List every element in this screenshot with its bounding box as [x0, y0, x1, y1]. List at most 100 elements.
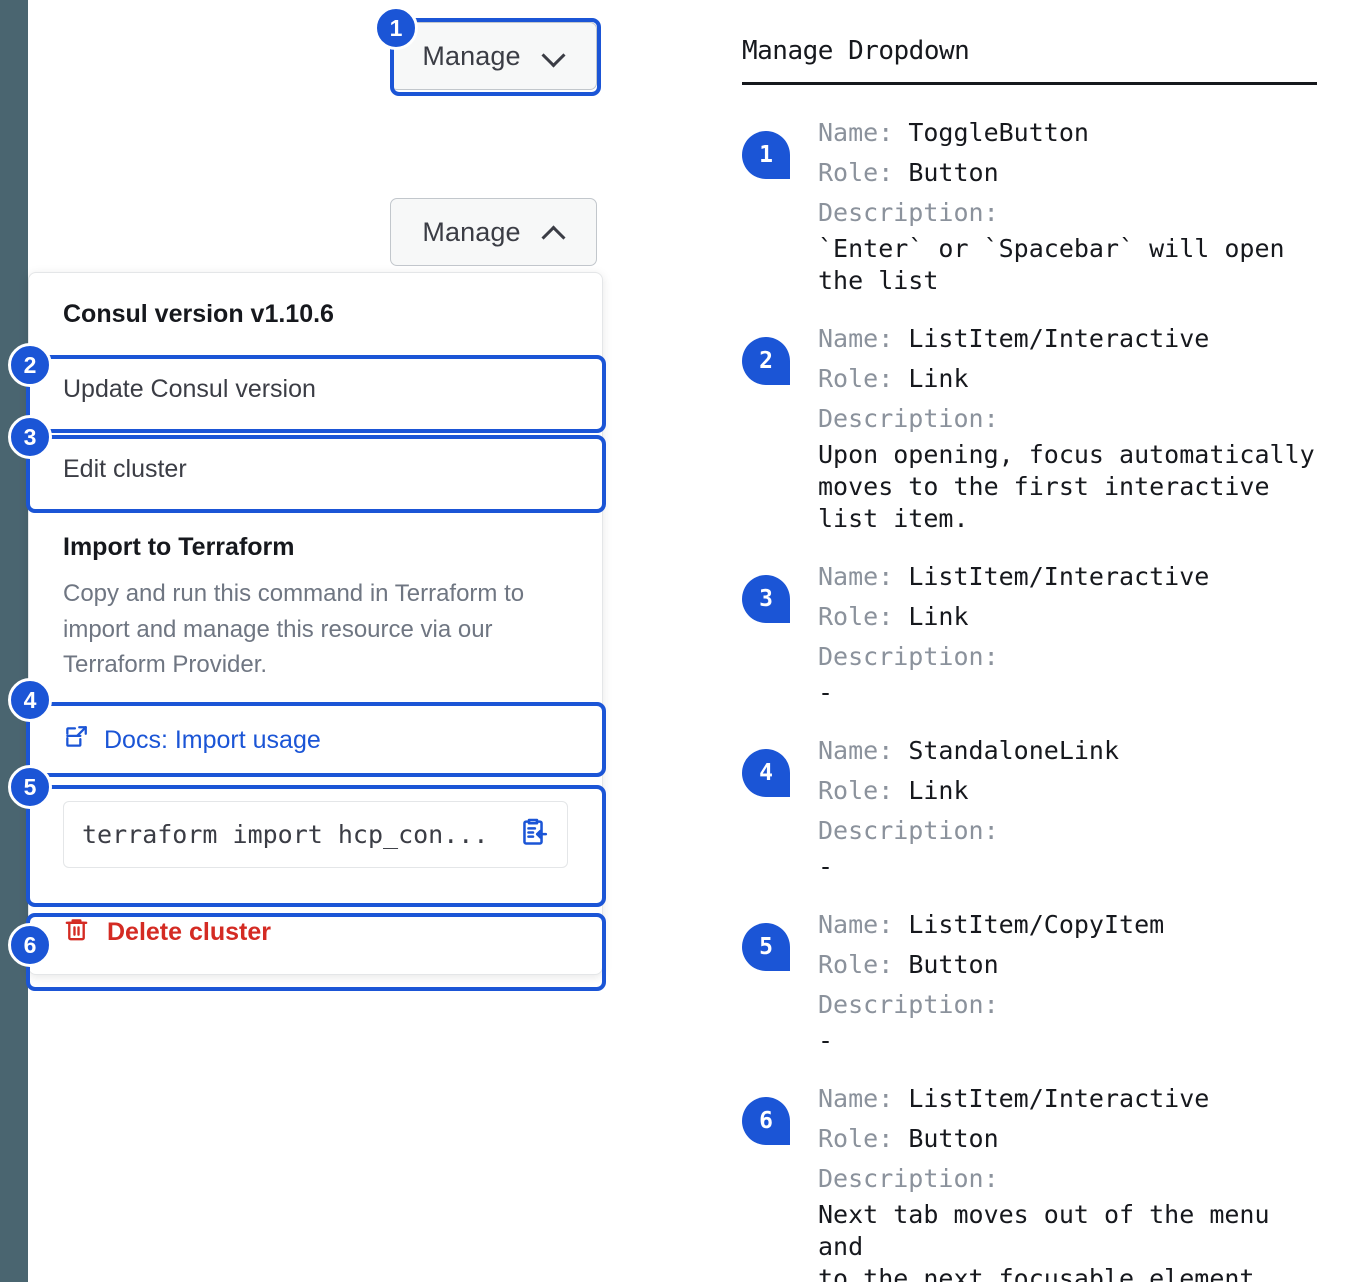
annotation-description-label: Description: [818, 404, 999, 433]
manage-dropdown-menu: Consul version v1.10.6 Update Consul ver… [28, 272, 603, 975]
annotation-description-label: Description: [818, 198, 999, 227]
annotation-role-label: Role: [818, 364, 909, 393]
annotation-name-label: Name: [818, 910, 909, 939]
panel-divider [742, 82, 1317, 85]
copy-command-box[interactable]: terraform import hcp_con... [63, 800, 568, 868]
annotation-name-line: Name: StandaloneLink [818, 731, 1119, 771]
manage-toggle-label: Manage [422, 216, 521, 247]
docs-link-label: Docs: Import usage [104, 726, 321, 755]
docs-external-link-icon [63, 724, 89, 757]
annotation-role-value: Link [908, 602, 969, 631]
menu-item-label: Update Consul version [63, 374, 316, 403]
terraform-command-text: terraform import hcp_con... [82, 819, 489, 849]
menu-item-label: Edit cluster [63, 454, 187, 483]
menu-item-docs-import-usage[interactable]: Docs: Import usage [29, 703, 602, 779]
annotation-role-line: Role: Link [818, 597, 1209, 637]
left-nav-rail [0, 0, 28, 1282]
manage-dropdown-capture: Manage Manage Consul version v1.10.6 Upd… [0, 0, 700, 1282]
terraform-command-row: terraform import hcp_con... [29, 779, 602, 892]
import-to-terraform-description: Copy and run this command in Terraform t… [63, 580, 525, 679]
annotation-role-label: Role: [818, 1124, 909, 1153]
annotation-name-label: Name: [818, 118, 909, 147]
manage-toggle-button-collapsed[interactable]: Manage [390, 22, 597, 90]
annotation-badge: 1 [742, 131, 790, 179]
menu-item-delete-cluster[interactable]: Delete cluster [29, 892, 602, 974]
annotation-name-label: Name: [818, 736, 909, 765]
consul-version-header: Consul version v1.10.6 [63, 300, 334, 328]
annotation-role-value: Button [908, 158, 999, 187]
annotation-name-value: StandaloneLink [908, 736, 1120, 765]
annotation-role-value: Link [908, 776, 969, 805]
callout-badge-6: 6 [8, 923, 52, 967]
clipboard-copy-icon[interactable] [517, 816, 549, 853]
annotation-role-line: Role: Link [818, 771, 1119, 811]
annotation-name-line: Name: ToggleButton [818, 113, 1285, 153]
annotation-badge: 6 [742, 1097, 790, 1145]
annotation-name-value: ToggleButton [908, 118, 1089, 147]
manage-toggle-label: Manage [422, 40, 521, 71]
annotation-name-line: Name: ListItem/Interactive [818, 1079, 1322, 1119]
annotation-description-value: - [818, 678, 834, 707]
annotation-badge: 4 [742, 749, 790, 797]
panel-title: Manage Dropdown [742, 36, 970, 66]
annotation-name-label: Name: [818, 324, 909, 353]
menu-item-update-consul-version[interactable]: Update Consul version [29, 349, 602, 429]
trash-icon [63, 916, 90, 950]
callout-badge-3: 3 [8, 415, 52, 459]
menu-item-edit-cluster[interactable]: Edit cluster [29, 429, 602, 509]
annotation-badge: 5 [742, 923, 790, 971]
annotation-description-label: Description: [818, 1164, 999, 1193]
annotation-role-label: Role: [818, 950, 909, 979]
annotation-description-value: - [818, 852, 834, 881]
annotation-description-label: Description: [818, 816, 999, 845]
annotation-name-line: Name: ListItem/Interactive [818, 319, 1315, 359]
annotation-role-line: Role: Link [818, 359, 1315, 399]
chevron-up-icon [543, 221, 565, 243]
annotation-name-value: ListItem/Interactive [908, 324, 1210, 353]
annotation-name-line: Name: ListItem/Interactive [818, 557, 1209, 597]
annotation-description-label: Description: [818, 990, 999, 1019]
annotation-role-label: Role: [818, 602, 909, 631]
annotation-badge: 2 [742, 337, 790, 385]
annotation-description-value: - [818, 1026, 834, 1055]
callout-badge-5: 5 [8, 765, 52, 809]
annotation-role-value: Link [908, 364, 969, 393]
annotation-name-value: ListItem/Interactive [908, 1084, 1210, 1113]
delete-cluster-label: Delete cluster [107, 918, 271, 947]
annotation-role-value: Button [908, 950, 999, 979]
annotation-description-value: Next tab moves out of the menu and to th… [818, 1200, 1270, 1282]
annotation-role-line: Role: Button [818, 1119, 1322, 1159]
annotation-name-value: ListItem/CopyItem [908, 910, 1165, 939]
annotation-description-label: Description: [818, 642, 999, 671]
callout-badge-4: 4 [8, 678, 52, 722]
annotation-description-value: `Enter` or `Spacebar` will open the list [818, 234, 1285, 295]
annotation-name-label: Name: [818, 562, 909, 591]
annotation-role-line: Role: Button [818, 945, 1164, 985]
annotation-role-label: Role: [818, 776, 909, 805]
import-to-terraform-title: Import to Terraform [63, 533, 295, 561]
chevron-down-icon [543, 45, 565, 67]
annotation-role-value: Button [908, 1124, 999, 1153]
annotation-name-value: ListItem/Interactive [908, 562, 1210, 591]
annotation-badge: 3 [742, 575, 790, 623]
callout-badge-1: 1 [374, 6, 418, 50]
annotation-description-value: Upon opening, focus automatically moves … [818, 440, 1315, 533]
callout-badge-2: 2 [8, 343, 52, 387]
manage-toggle-button-expanded[interactable]: Manage [390, 198, 597, 266]
annotation-name-label: Name: [818, 1084, 909, 1113]
